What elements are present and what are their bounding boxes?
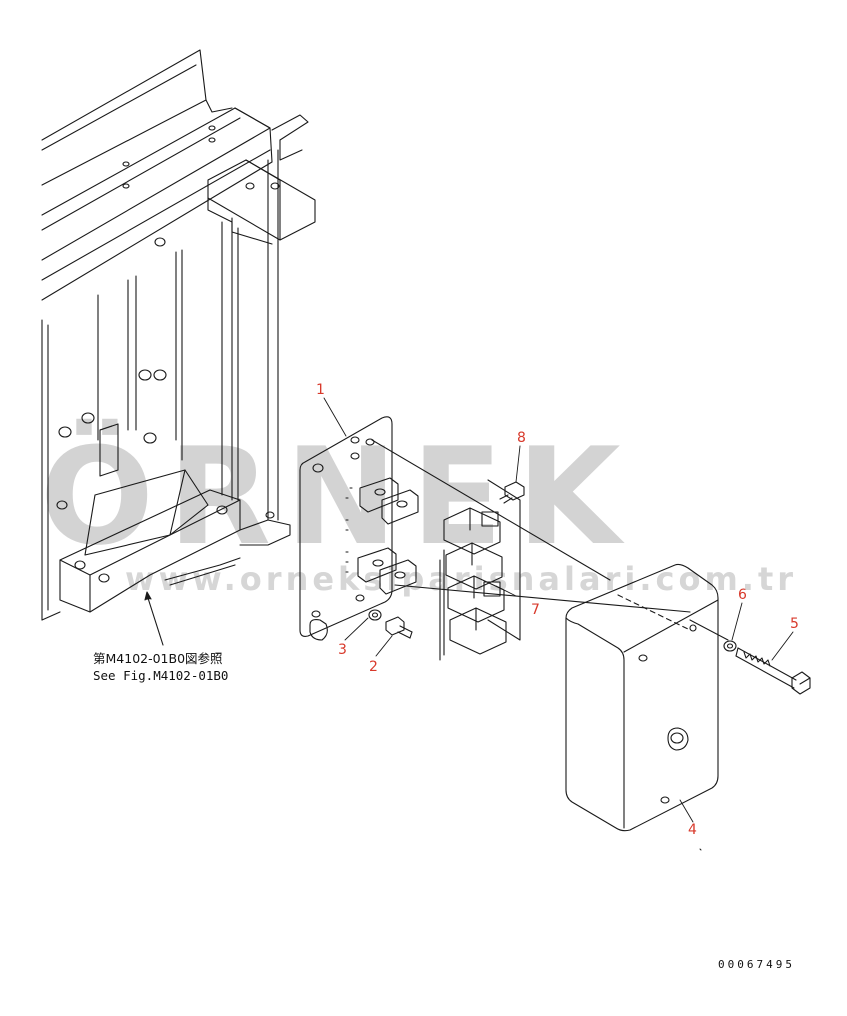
part-2-bolt [385, 616, 413, 639]
watermark-brand: ÖRNEK [40, 419, 635, 575]
part-5-long-bolt [735, 647, 811, 695]
reference-leader [146, 594, 164, 646]
reference-note-en: See Fig.M4102-01B0 [93, 668, 229, 683]
part-1-plate [299, 416, 419, 641]
callout-5: 5 [790, 616, 799, 632]
callout-leaders [323, 397, 794, 823]
part-7-relay-block [439, 479, 521, 661]
part-6-washer [723, 640, 737, 652]
machine-frame [41, 49, 316, 621]
part-4-cover [565, 563, 719, 832]
callout-1: 1 [316, 382, 325, 398]
reference-note-ja: 第M4102-01B0図参照 [93, 651, 223, 666]
watermark-url: www.orneksiparisnalari.com.tr [125, 560, 798, 598]
callout-7: 7 [531, 602, 540, 618]
part-3-washer [368, 609, 382, 621]
callout-2: 2 [369, 659, 378, 675]
callout-6: 6 [738, 587, 747, 603]
callout-8: 8 [517, 430, 526, 446]
callout-3: 3 [338, 642, 347, 658]
document-number: 00067495 [718, 958, 795, 971]
callout-4: 4 [688, 822, 697, 838]
